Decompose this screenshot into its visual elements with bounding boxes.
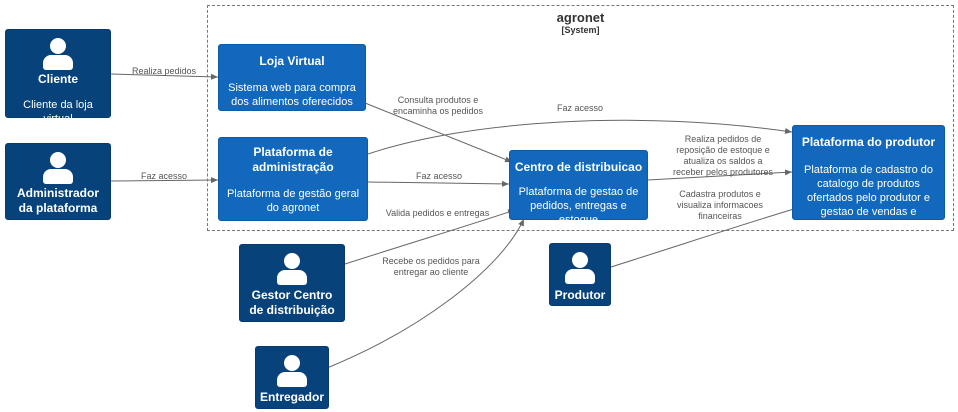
person-icon [43,38,73,70]
relation-label: Consulta produtos e encaminha os pedidos [392,95,484,116]
system-boundary: agronet [System] [207,5,954,231]
relation-label: Valida pedidos e entregas [385,208,490,218]
arrow-administrador-admin [110,177,219,184]
relation-label: Cadastra produtos e visualiza informacoe… [676,189,764,221]
container-loja-virtual[interactable]: Loja Virtual Sistema web para compra dos… [218,44,366,111]
arrow-centro-produtor [647,169,793,181]
relation-label: Faz acesso [556,103,604,113]
person-gestor[interactable]: Gestor Centro de distribuição [239,244,345,322]
person-name: Produtor [554,288,606,302]
relation-label: Faz acesso [415,171,463,181]
relation-label: Recebe os pedidos para entregar ao clien… [382,256,480,277]
person-icon [43,152,73,184]
person-description: Cliente da loja virtual [23,99,93,125]
system-type: [System] [561,25,600,35]
container-description: Plataforma de cadastro do catalogo de pr… [803,164,934,232]
arrow-admin-produtor [367,119,793,155]
person-icon [565,252,595,284]
container-description: Plataforma de gestão geral do agronet [226,188,360,214]
arrow-entregador-centro [326,218,525,369]
relation-label: Realiza pedidos de reposição de estoque … [672,134,774,177]
container-name: Plataforma de administração [252,145,334,174]
arrow-admin-centro [367,180,510,187]
relation-label: Realiza pedidos [131,66,197,76]
system-name: agronet [556,10,605,25]
container-centro-distribuicao[interactable]: Centro de distribuicao Plataforma de ges… [509,150,648,226]
arrow-cliente-loja [110,73,219,80]
person-icon [277,355,307,387]
relation-label: Faz acesso [140,171,188,181]
person-name: Gestor Centro de distribuição [249,288,335,317]
container-description: Sistema web para compra dos alimentos of… [228,82,356,108]
person-name: Entregador [260,390,325,404]
person-icon [277,253,307,285]
person-cliente[interactable]: Cliente Cliente da loja virtual [5,29,111,125]
arrow-produtor-plataforma [610,204,808,268]
container-name: Plataforma do produtor [801,135,936,149]
container-plataforma-administracao[interactable]: Plataforma de administração Plataforma d… [218,137,368,221]
arrow-loja-centro [364,102,513,163]
container-name: Centro de distribuicao [514,160,643,174]
person-entregador[interactable]: Entregador [255,346,329,409]
arrow-gestor-centro [344,209,516,265]
person-name: Administrador da plataforma [16,186,99,215]
person-produtor[interactable]: Produtor [549,243,611,306]
person-name: Cliente [37,72,78,86]
container-name: Loja Virtual [259,54,325,68]
container-plataforma-produtor[interactable]: Plataforma do produtor Plataforma de cad… [792,125,945,232]
person-administrador[interactable]: Administrador da plataforma [5,143,111,220]
container-description: Plataforma de gestao de pedidos, entrega… [518,186,639,226]
